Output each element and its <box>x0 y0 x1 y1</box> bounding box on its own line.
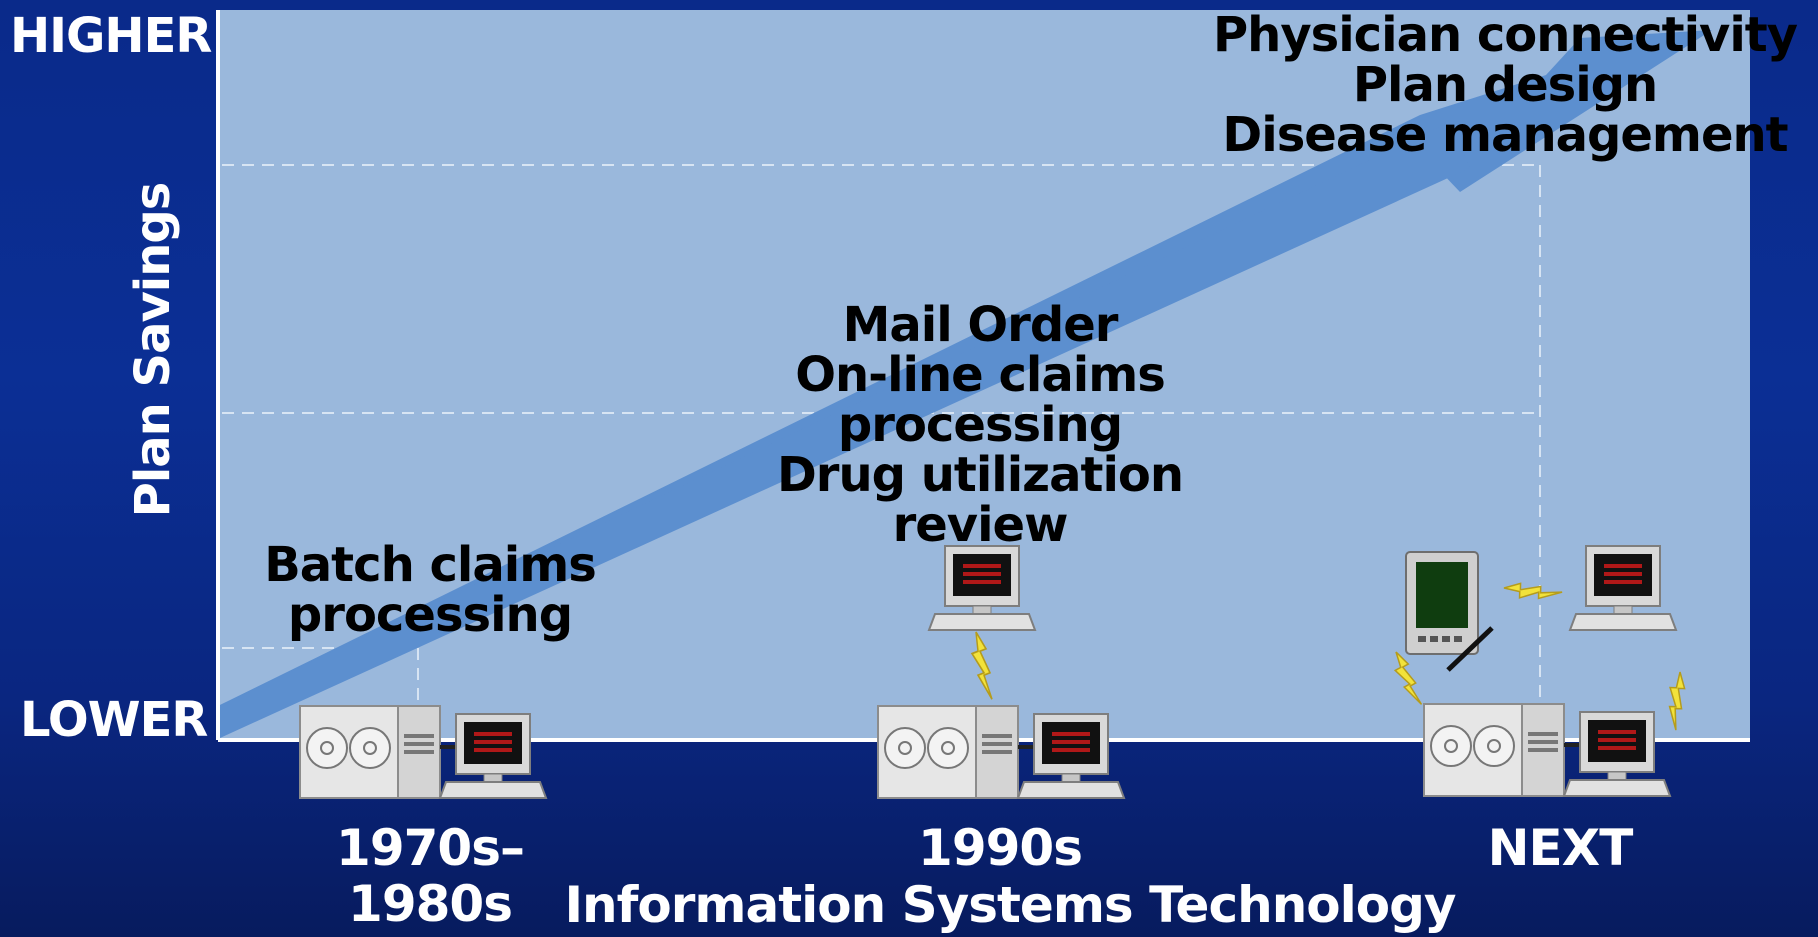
caption-line: processing <box>287 587 573 643</box>
era-label-next: NEXT <box>1460 820 1660 876</box>
terminal-icon <box>1569 545 1677 631</box>
lightning-bolt-icon <box>971 631 993 701</box>
stage-caption-batch: Batch claims processing <box>230 540 630 640</box>
caption-line: Batch claims <box>264 537 597 593</box>
stage-caption-next: Physician connectivity Plan design Disea… <box>1205 10 1805 160</box>
caption-line: Physician connectivity <box>1213 7 1798 63</box>
stage-caption-online: Mail Order On-line claims processing Dru… <box>760 300 1200 550</box>
cable <box>1564 743 1584 747</box>
savings-trend-arrow-band <box>220 122 1470 738</box>
mainframe-icon <box>299 705 441 799</box>
caption-line: Disease management <box>1222 107 1788 163</box>
y-axis-low-label: LOWER <box>20 692 208 748</box>
savings-trend-arrow <box>220 30 1712 736</box>
tablet-icon <box>1405 551 1479 655</box>
era-line: 1980s <box>348 875 513 933</box>
lightning-bolt-icon <box>1501 572 1563 612</box>
era-line: 1970s– <box>336 819 525 877</box>
cable <box>440 745 460 749</box>
caption-line: Plan design <box>1352 57 1658 113</box>
era-line: 1990s <box>918 819 1083 877</box>
terminal-icon <box>1563 711 1671 797</box>
y-axis-high-label: HIGHER <box>10 8 212 64</box>
y-axis-title: Plan Savings <box>125 182 181 518</box>
caption-line: processing <box>837 397 1123 453</box>
era-label-1990s: 1990s <box>900 820 1100 876</box>
x-axis-title: Information Systems Technology <box>564 876 1456 934</box>
mainframe-icon <box>1423 703 1565 797</box>
cable <box>1018 745 1038 749</box>
era-line: NEXT <box>1487 819 1634 877</box>
caption-line: On-line claims <box>795 347 1166 403</box>
caption-line: review <box>892 497 1069 553</box>
terminal-icon <box>928 545 1036 631</box>
lightning-bolt-icon <box>1391 648 1423 709</box>
caption-line: Mail Order <box>842 297 1119 353</box>
era-label-1970s: 1970s– 1980s <box>320 820 540 932</box>
caption-line: Drug utilization <box>776 447 1184 503</box>
terminal-icon <box>1017 713 1125 799</box>
stylus-icon <box>1446 626 1494 672</box>
mainframe-icon <box>877 705 1019 799</box>
terminal-icon <box>439 713 547 799</box>
lightning-bolt-icon <box>1656 669 1696 731</box>
